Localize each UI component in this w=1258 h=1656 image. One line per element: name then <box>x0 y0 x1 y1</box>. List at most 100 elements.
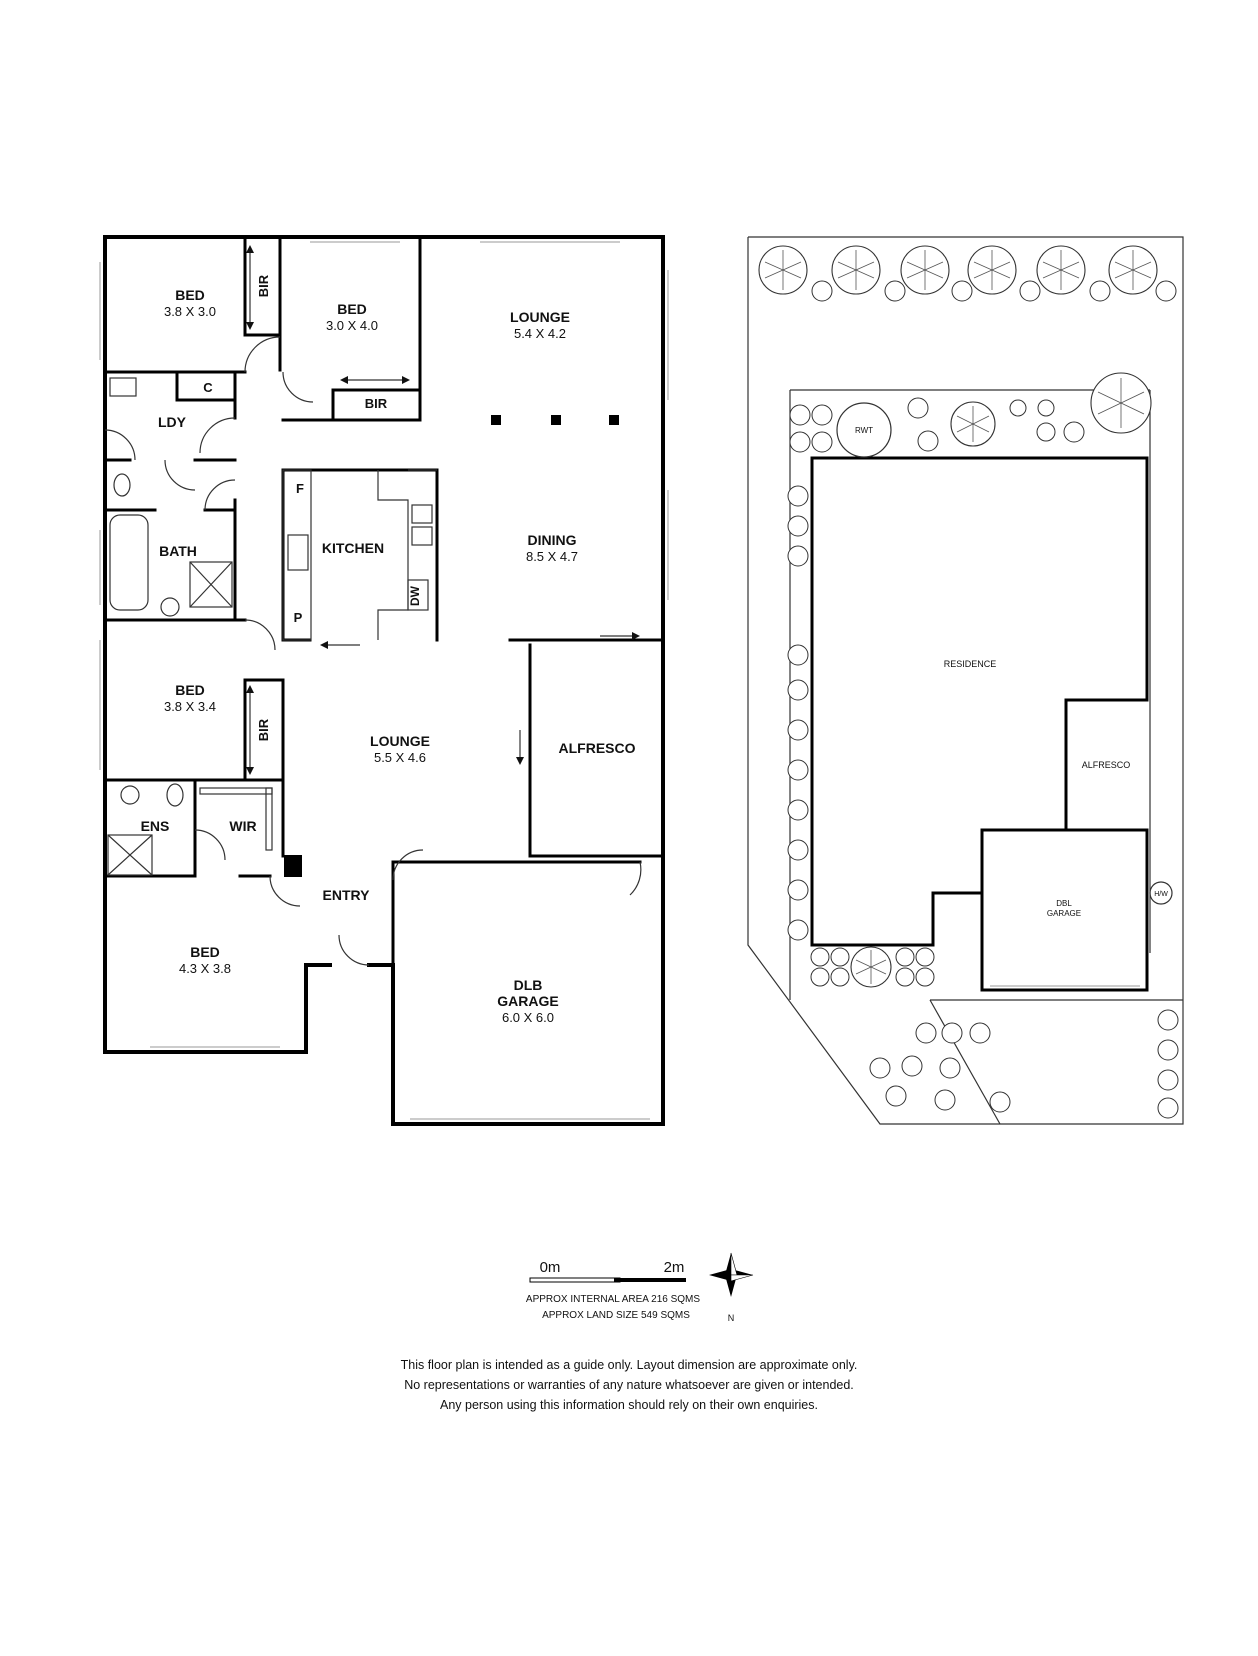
shrub <box>989 1091 1011 1113</box>
site-plan: RESIDENCE ALFRESCO DBL GARAGE RWT H/W <box>747 236 1184 1125</box>
room-label: BED <box>175 682 205 698</box>
column <box>491 415 501 425</box>
shrub <box>789 404 811 426</box>
room-label: WIR <box>229 818 256 834</box>
shrub <box>969 1022 991 1044</box>
scale-end-label: 2m <box>664 1259 685 1276</box>
shrub <box>787 879 809 901</box>
disclaimer-line: Any person using this information should… <box>440 1398 818 1412</box>
shrub <box>811 280 833 302</box>
column <box>609 415 619 425</box>
hw-label: H/W <box>1154 891 1168 898</box>
room-label: ENTRY <box>323 887 371 903</box>
room-dims: 4.3 X 3.8 <box>179 961 231 976</box>
shrub <box>884 280 906 302</box>
alfresco-label: ALFRESCO <box>1082 760 1131 770</box>
pillar <box>284 855 302 877</box>
rainwater-tank <box>836 402 892 458</box>
room-label: DLB <box>514 977 543 993</box>
shrub <box>907 397 929 419</box>
shrub <box>1063 421 1085 443</box>
bathtub <box>109 514 149 611</box>
site-garage <box>980 828 1149 992</box>
pantry-label: P <box>294 610 303 625</box>
shrub <box>787 644 809 666</box>
shrub <box>895 947 915 967</box>
disclaimer-line: This floor plan is intended as a guide o… <box>400 1358 858 1372</box>
shrub <box>787 839 809 861</box>
wir-shelf <box>265 787 273 851</box>
shrub <box>915 967 935 987</box>
bir-label: BIR <box>365 396 388 411</box>
shrub <box>1009 399 1027 417</box>
shrub <box>787 515 809 537</box>
shrub <box>787 545 809 567</box>
dishwasher <box>407 579 429 611</box>
sink <box>411 504 433 524</box>
shrub <box>789 431 811 453</box>
wir-shelf <box>199 787 273 795</box>
room-label: GARAGE <box>497 993 558 1009</box>
laundry-tub <box>109 377 137 397</box>
room-label: DINING <box>528 532 577 548</box>
room-label: BED <box>175 287 205 303</box>
garage-label: GARAGE <box>1047 909 1081 918</box>
hot-water-unit <box>1149 881 1173 905</box>
disclaimer-line: No representations or warranties of any … <box>404 1378 854 1392</box>
room-label: ENS <box>141 818 170 834</box>
room-label: BED <box>337 301 367 317</box>
scale-start-label: 0m <box>540 1259 561 1276</box>
shrub <box>915 1022 937 1044</box>
shrub <box>941 1022 963 1044</box>
shrub <box>1019 280 1041 302</box>
house-floor-plan: BED 3.8 X 3.0 BED 3.0 X 4.0 LOUNGE 5.4 X… <box>99 235 669 1126</box>
ensuite-toilet <box>166 783 184 807</box>
garage-label: DBL <box>1056 899 1072 908</box>
shrub <box>939 1057 961 1079</box>
shrub <box>830 947 850 967</box>
room-dims: 5.4 X 4.2 <box>514 326 566 341</box>
room-label: LOUNGE <box>510 309 570 325</box>
fridge-label: F <box>296 481 304 496</box>
room-dims: 8.5 X 4.7 <box>526 549 578 564</box>
room-dims: 3.8 X 3.0 <box>164 304 216 319</box>
column <box>551 415 561 425</box>
room-label: BED <box>190 944 220 960</box>
shrub <box>917 430 939 452</box>
shrub <box>787 919 809 941</box>
shrub <box>811 431 833 453</box>
shrub <box>787 485 809 507</box>
room-dims: 5.5 X 4.6 <box>374 750 426 765</box>
shrub <box>1037 399 1055 417</box>
shrub <box>869 1057 891 1079</box>
shrub <box>1089 280 1111 302</box>
bir-label: BIR <box>256 718 271 741</box>
room-dims: 3.8 X 3.4 <box>164 699 216 714</box>
shrub <box>810 947 830 967</box>
shrub <box>811 404 833 426</box>
room-dims: 3.0 X 4.0 <box>326 318 378 333</box>
shrub <box>901 1055 923 1077</box>
shrub <box>1157 1069 1179 1091</box>
shrub <box>787 719 809 741</box>
disclaimer: This floor plan is intended as a guide o… <box>0 1355 1258 1415</box>
room-label: ALFRESCO <box>559 740 636 756</box>
north-label: N <box>728 1313 735 1323</box>
basin <box>160 597 180 617</box>
cupboard-label: C <box>203 380 213 395</box>
ensuite-basin <box>120 785 140 805</box>
shrub <box>1036 422 1056 442</box>
shrub <box>1157 1009 1179 1031</box>
ensuite-shower <box>107 834 153 876</box>
shower <box>189 561 233 608</box>
legend: 0m 2m APPROX INTERNAL AREA 216 SQMS APPR… <box>526 1252 754 1323</box>
scale-bar-dark <box>614 1278 686 1282</box>
dishwasher-label: DW <box>408 585 422 606</box>
north-arrow-icon <box>709 1252 754 1297</box>
rwt-label: RWT <box>855 426 873 435</box>
room-label: KITCHEN <box>322 540 384 556</box>
kitchen-bench-left <box>282 469 312 641</box>
shrub <box>1157 1039 1179 1061</box>
shrub <box>787 799 809 821</box>
